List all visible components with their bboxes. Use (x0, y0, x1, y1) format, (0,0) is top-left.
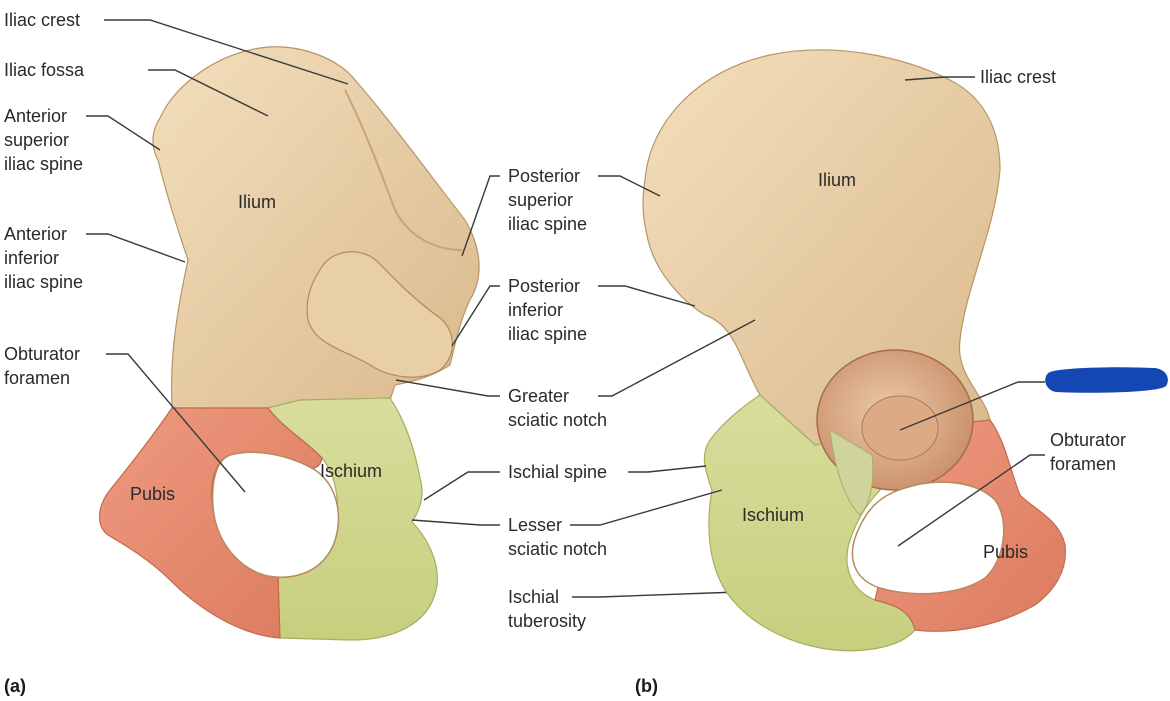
label-aiis: Anterior inferior iliac spine (4, 222, 83, 294)
label-lesser-notch-line2: sciatic notch (508, 539, 608, 559)
leader-ischial-tuberosity (572, 591, 739, 598)
label-greater-notch-line2: sciatic notch (508, 410, 608, 430)
leader-lesser-notch-b (570, 489, 723, 526)
leader-acetabulum (899, 381, 1045, 431)
region-ischium-b: Ischium (742, 505, 805, 525)
leader-aiis (86, 233, 186, 263)
label-obturator-a-line2: foramen (4, 368, 71, 388)
label-aiis-line2: inferior (4, 248, 60, 268)
label-greater-sciatic-notch: Greater sciatic notch (508, 384, 607, 432)
label-aiis-line1: Anterior (4, 224, 68, 244)
label-obturator-b-line2: foramen (1050, 454, 1117, 474)
panel-a-obturator-foramen-shape (211, 451, 340, 578)
region-ilium-a: Ilium (238, 192, 277, 212)
panel-a-iliac-ridge (344, 89, 463, 251)
leader-psis-b (598, 175, 661, 197)
label-psis-line1: Posterior (508, 166, 581, 186)
panel-b-acetabular-fossa (861, 395, 939, 461)
region-ilium-b: Ilium (818, 170, 857, 190)
label-lesser-notch-line1: Lesser (508, 515, 563, 535)
leader-lesser-notch-a (411, 519, 500, 526)
panel-b-obturator-foramen-shape (851, 481, 1005, 595)
label-piis: Posterior inferior iliac spine (508, 274, 587, 346)
leader-psis-a (461, 175, 500, 257)
label-aiis-line3: iliac spine (4, 272, 84, 292)
leader-piis-b (598, 285, 696, 307)
region-ischium-a: Ischium (320, 461, 383, 481)
redaction-mark (1045, 367, 1168, 393)
leader-iliac-fossa (148, 69, 269, 117)
leader-greater-notch-a (395, 379, 500, 397)
region-pubis-a: Pubis (130, 484, 176, 504)
label-asis-line1: Anterior (4, 106, 68, 126)
label-obturator-b-line1: Obturator (1050, 430, 1127, 450)
leader-piis-a (451, 285, 500, 347)
region-pubis-b: Pubis (983, 542, 1029, 562)
leader-greater-notch-b (598, 319, 756, 397)
label-psis-line3: iliac spine (508, 214, 588, 234)
panel-a-auricular-surface (306, 251, 453, 378)
label-asis: Anterior superior iliac spine (4, 104, 83, 176)
leader-iliac-crest-b (904, 76, 975, 81)
label-piis-line1: Posterior (508, 276, 581, 296)
panel-b-acetabular-notch (829, 429, 874, 516)
label-greater-notch-line1: Greater (508, 386, 570, 406)
label-ischial-tuberosity-line1: Ischial (508, 587, 560, 607)
leader-ischial-spine-b (628, 465, 707, 473)
leader-obturator-a (106, 353, 246, 493)
label-asis-line3: iliac spine (4, 154, 84, 174)
label-asis-line2: superior (4, 130, 70, 150)
label-psis-line2: superior (508, 190, 574, 210)
label-ischial-tuberosity-line2: tuberosity (508, 611, 587, 631)
panel-b-ilium-shape (642, 49, 1001, 446)
label-obturator-a-line1: Obturator (4, 344, 81, 364)
label-obturator-b: Obturator foramen (1050, 428, 1126, 476)
label-iliac-fossa: Iliac fossa (4, 60, 85, 80)
leader-iliac-crest-a (104, 19, 349, 85)
panel-a-label: (a) (4, 676, 26, 696)
panel-b-leader-lines (570, 76, 1045, 547)
leader-obturator-b (897, 454, 1045, 547)
panel-b-bone (642, 49, 1168, 652)
leader-ischial-spine-a (423, 471, 500, 501)
label-ischial-spine: Ischial spine (508, 462, 608, 482)
leader-asis (86, 115, 161, 151)
panel-a-bone (99, 46, 480, 641)
label-piis-line2: inferior (508, 300, 564, 320)
label-ischial-tuberosity: Ischial tuberosity (508, 585, 586, 633)
label-obturator-a: Obturator foramen (4, 342, 80, 390)
panel-a-ischium-shape (266, 397, 438, 641)
label-iliac-crest-a: Iliac crest (4, 10, 81, 30)
label-iliac-crest-b: Iliac crest (980, 67, 1057, 87)
label-lesser-sciatic-notch: Lesser sciatic notch (508, 513, 607, 561)
label-psis: Posterior superior iliac spine (508, 164, 587, 236)
panel-b-label: (b) (635, 676, 658, 696)
label-piis-line3: iliac spine (508, 324, 588, 344)
panel-a-leader-lines (86, 19, 739, 598)
